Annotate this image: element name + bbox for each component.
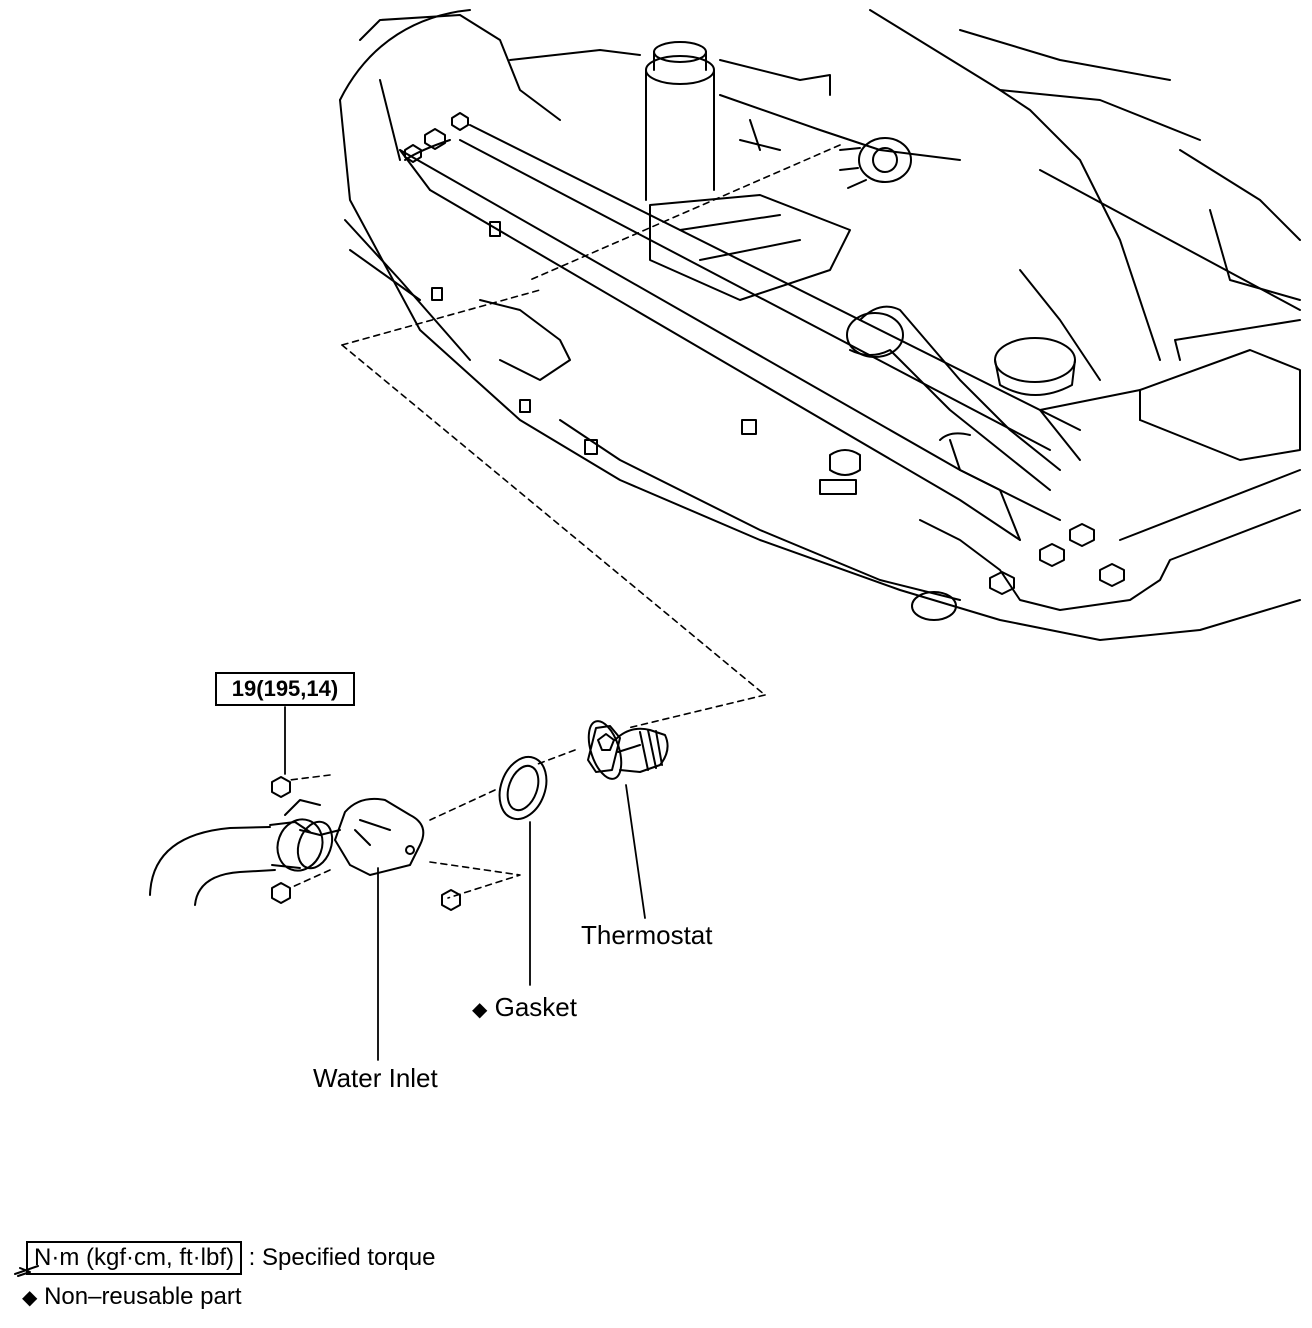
torque-callout: 19(195,14) xyxy=(215,672,355,706)
bolt-heads xyxy=(404,112,1125,595)
alignment-lines xyxy=(289,144,841,899)
radiator-hose xyxy=(149,826,276,906)
diamond-icon: ◆ xyxy=(472,999,488,1021)
nut-parts xyxy=(271,776,461,911)
diamond-icon: ◆ xyxy=(22,1287,38,1309)
thermostat-part xyxy=(587,720,669,780)
water-inlet-label: Water Inlet xyxy=(313,1063,438,1093)
nonreusable-desc: Non–reusable part xyxy=(44,1283,242,1310)
engine-compartment-illustration xyxy=(339,9,1301,641)
gasket-part xyxy=(498,756,548,820)
torque-units-box: N·m (kgf·cm, ft·lbf) xyxy=(26,1241,242,1275)
leader-lines xyxy=(284,706,646,1061)
gasket-label: ◆ Gasket xyxy=(472,992,577,1023)
legend-nonreusable: ◆ Non–reusable part xyxy=(22,1283,242,1311)
gasket-label-text: Gasket xyxy=(494,992,577,1022)
thermostat-label: Thermostat xyxy=(581,920,713,950)
legend-torque: N·m (kgf·cm, ft·lbf) : Specified torque xyxy=(26,1241,435,1275)
torque-desc: : Specified torque xyxy=(248,1244,436,1271)
water-inlet-part xyxy=(269,797,425,876)
